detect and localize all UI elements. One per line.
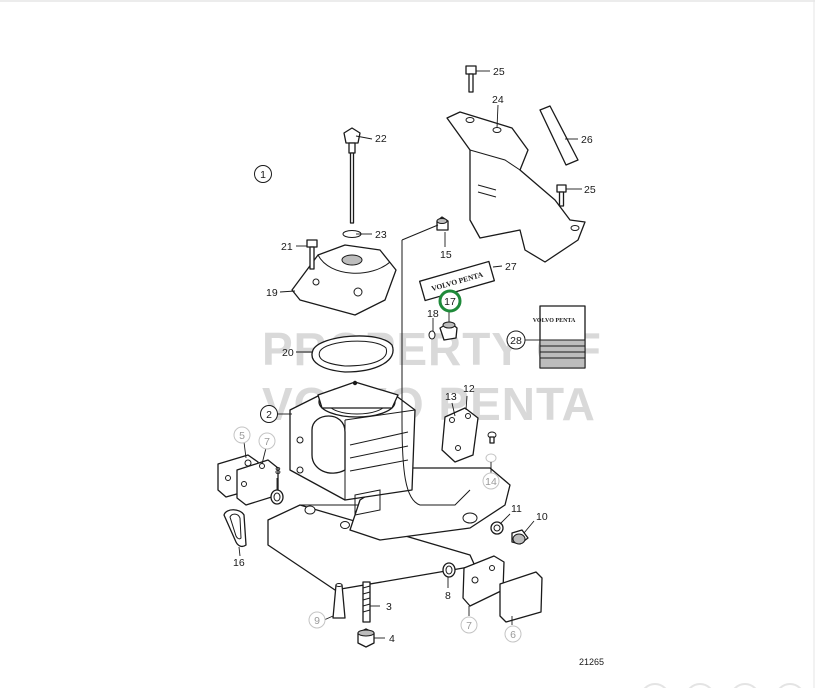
part-marker-6	[504, 625, 522, 643]
part-label-24: 24	[492, 94, 504, 106]
shield-plate	[539, 105, 579, 166]
part-label-21: 21	[281, 241, 293, 253]
drawing-number: 21265	[579, 657, 604, 667]
part-marker-17-highlighted[interactable]	[438, 289, 462, 313]
part-label-10: 10	[536, 511, 548, 523]
part-marker-14	[482, 472, 500, 490]
bushing	[490, 521, 504, 535]
dipstick	[343, 127, 361, 224]
end-plug	[511, 529, 529, 545]
upper-guard	[446, 111, 586, 263]
group-marker-2	[260, 405, 278, 423]
part-label-25a: 25	[493, 66, 505, 78]
part-label-12: 12	[463, 383, 475, 395]
part-label-3: 3	[386, 601, 392, 613]
part-label-22: 22	[375, 133, 387, 145]
part-label-7b: 7	[466, 620, 472, 632]
right-pad	[462, 555, 543, 623]
decal: VOLVO PENTA	[418, 260, 496, 302]
bolt	[306, 239, 318, 270]
left-washer	[270, 489, 284, 505]
part-marker-28	[506, 330, 526, 350]
pin	[332, 583, 346, 619]
main-housing	[267, 380, 511, 591]
part-label-4: 4	[389, 633, 395, 645]
part-marker-5	[233, 426, 251, 444]
manual-brand-text: VOLVO PENTA	[533, 318, 576, 324]
washer-faint	[485, 453, 497, 463]
right-washer	[442, 562, 456, 578]
part-label-14: 14	[485, 476, 497, 488]
part-label-28: 28	[510, 335, 522, 347]
plug	[436, 216, 449, 231]
part-marker-7a	[258, 432, 276, 450]
part-label-23: 23	[375, 229, 387, 241]
top-cover	[291, 244, 397, 316]
small-bolt	[487, 431, 497, 444]
part-marker-7b	[460, 616, 478, 634]
part-label-8b: 8	[445, 590, 451, 602]
part-label-16: 16	[233, 557, 245, 569]
stud	[362, 581, 371, 623]
part-label-5: 5	[239, 430, 245, 442]
part-label-18: 18	[427, 308, 439, 320]
left-pad	[217, 454, 279, 506]
group-label-2: 2	[266, 409, 272, 421]
part-label-15: 15	[440, 249, 452, 261]
sealing-washer	[428, 330, 436, 340]
part-label-6: 6	[510, 629, 516, 641]
bracket-line	[401, 224, 471, 506]
group-label-1: 1	[260, 169, 266, 181]
carousel-dots	[643, 683, 802, 688]
gasket	[311, 335, 394, 373]
part-label-20: 20	[282, 347, 294, 359]
part-label-9: 9	[314, 615, 320, 627]
part-label-19: 19	[266, 287, 278, 299]
part-label-26: 26	[581, 134, 593, 146]
part-label-8a: 8	[275, 465, 281, 477]
leader-lines	[238, 70, 582, 639]
nut	[357, 628, 375, 648]
left-gasket	[223, 509, 247, 548]
drain-plug	[439, 321, 458, 341]
part-label-13: 13	[445, 391, 457, 403]
owner-manual: VOLVO PENTA	[533, 305, 586, 369]
part-label-27: 27	[505, 261, 517, 273]
group-marker-1	[254, 165, 272, 183]
part-label-7a: 7	[264, 436, 270, 448]
part-marker-9	[308, 611, 326, 629]
part-label-25b: 25	[584, 184, 596, 196]
part-label-11: 11	[511, 503, 522, 515]
bolt-side	[556, 184, 567, 207]
bolt-top	[465, 65, 477, 93]
part-label-17[interactable]: 17	[444, 296, 456, 308]
side-cover-plate	[441, 407, 479, 463]
